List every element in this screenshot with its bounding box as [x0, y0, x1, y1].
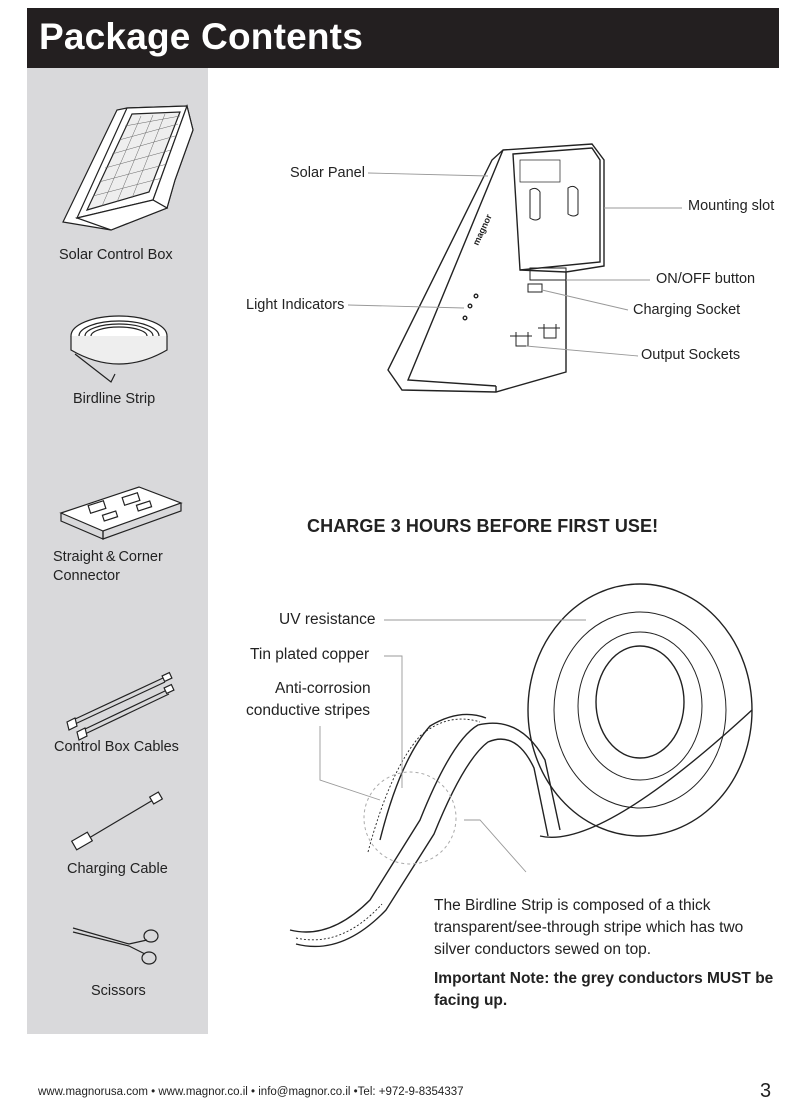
label-uv-resistance: UV resistance: [279, 611, 376, 628]
label-mounting-slot: Mounting slot: [688, 198, 775, 214]
sidebar-label-scissors: Scissors: [91, 983, 146, 999]
scissors-image: [72, 927, 159, 965]
birdline-strip-image: [70, 315, 168, 383]
page-number: 3: [760, 1080, 772, 1102]
label-solar-panel: Solar Panel: [290, 165, 365, 181]
birdline-strip-illustration: [289, 583, 753, 948]
label-charging-socket: Charging Socket: [633, 302, 741, 318]
sidebar-label-connector-1: Straight & Corner: [53, 549, 163, 565]
sidebar-label-control-box-cables: Control Box Cables: [54, 739, 179, 755]
page-title: Package Contents: [39, 16, 363, 57]
label-light-indicators: Light Indicators: [246, 297, 345, 313]
charge-notice: CHARGE 3 HOURS BEFORE FIRST USE!: [307, 516, 659, 536]
control-box-cables-image: [66, 671, 175, 741]
control-box-illustration: magnor: [387, 143, 605, 393]
charging-cable-image: [70, 791, 164, 851]
label-tin-plated-copper: Tin plated copper: [250, 646, 370, 663]
sidebar-label-connector-2: Connector: [53, 568, 120, 584]
sidebar-label-birdline-strip: Birdline Strip: [73, 391, 156, 407]
strip-description: The Birdline Strip is composed of a thic…: [434, 897, 744, 958]
sidebar-label-solar-control-box: Solar Control Box: [59, 247, 173, 263]
connector-image: [59, 486, 183, 540]
label-on-off-button: ON/OFF button: [656, 271, 756, 287]
package-sidebar: Solar Control Box Birdline Strip Straigh…: [27, 68, 208, 1034]
solar-control-box-image: [62, 103, 194, 231]
label-output-sockets: Output Sockets: [641, 347, 741, 363]
label-anti-corrosion-2: conductive stripes: [246, 702, 371, 719]
important-note: Important Note: the grey conductors MUST…: [434, 970, 774, 1009]
footer-contact: www.magnorusa.com • www.magnor.co.il • i…: [38, 1086, 464, 1098]
label-anti-corrosion-1: Anti-corrosion: [275, 680, 371, 697]
sidebar-label-charging-cable: Charging Cable: [67, 861, 168, 877]
strip-detail-circle: [363, 771, 457, 865]
page-header: Package Contents: [27, 8, 779, 68]
